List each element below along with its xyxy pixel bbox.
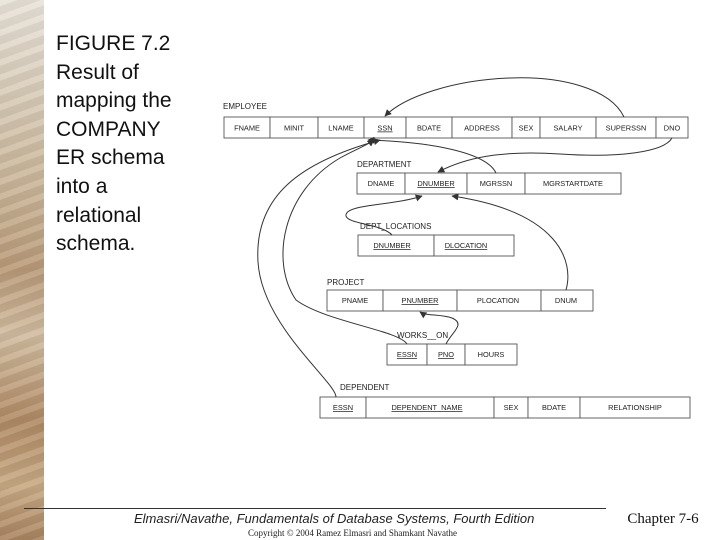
employee-attr-address: ADDRESS <box>464 124 500 133</box>
fk-arrow-pno-to-pnumber <box>419 311 459 345</box>
dependent-attr-sex: SEX <box>504 403 519 412</box>
fk-arrow-dno-to-dnumber <box>437 137 673 173</box>
employee-attr-bdate: BDATE <box>417 124 441 133</box>
footer-book-title: Elmasri/Navathe, Fundamentals of Databas… <box>134 511 535 526</box>
department-attr-mgrstartdate: MGRSTARTDATE <box>543 179 603 188</box>
dependent-table: ESSN DEPENDENT_NAME SEX BDATE RELATIONSH… <box>319 396 691 419</box>
dependent-cell <box>579 396 691 419</box>
employee-attr-sex: SEX <box>519 124 534 133</box>
employee-attr-ssn-key: SSN <box>377 124 392 133</box>
project-attr-pname: PNAME <box>342 296 368 305</box>
dept-locations-table: DNUMBER DLOCATION <box>357 234 515 257</box>
employee-relation-name: EMPLOYEE <box>223 102 267 111</box>
fk-arrow-dependent-essn-to-ssn <box>257 138 381 398</box>
works-on-attr-hours: HOURS <box>478 350 505 359</box>
fk-arrow-superssn-to-ssn <box>384 77 625 118</box>
project-table: PNAME PNUMBER PLOCATION DNUM <box>326 289 594 312</box>
project-relation-name: PROJECT <box>327 278 364 287</box>
dept-locations-cell <box>433 234 515 257</box>
employee-attr-dno: DNO <box>664 124 681 133</box>
project-cell <box>540 289 594 312</box>
dependent-relation-name: DEPENDENT <box>340 383 389 392</box>
department-table: DNAME DNUMBER MGRSSN MGRSTARTDATE <box>356 172 622 195</box>
dept-locations-relation-name: DEPT_LOCATIONS <box>360 222 431 231</box>
dept-locations-attr-dnumber-key: DNUMBER <box>373 241 410 250</box>
dept-locations-attr-dlocation-key: DLOCATION <box>445 241 488 250</box>
chapter-label: Chapter 7-6 <box>606 507 720 540</box>
caption-line: Result of <box>56 60 139 84</box>
employee-table: FNAME MINIT LNAME SSN BDATE ADDRESS SEX … <box>223 116 689 139</box>
caption-line: COMPANY <box>56 117 161 141</box>
employee-attr-superssn: SUPERSSN <box>606 124 647 133</box>
fk-arrow-dept-locations-to-dnumber <box>345 194 423 236</box>
department-attr-dname: DNAME <box>368 179 395 188</box>
department-attr-dnumber-key: DNUMBER <box>417 179 454 188</box>
dependent-attr-relationship: RELATIONSHIP <box>608 403 662 412</box>
footer-divider <box>24 508 720 509</box>
fk-arrow-mgrssn-to-ssn <box>367 136 497 174</box>
department-relation-name: DEPARTMENT <box>357 160 411 169</box>
caption-line: FIGURE 7.2 <box>56 32 171 55</box>
caption-line: into a <box>56 174 108 198</box>
works-on-attr-essn-key: ESSN <box>397 350 417 359</box>
department-cell <box>524 172 622 195</box>
project-attr-dnum: DNUM <box>555 296 577 305</box>
employee-attr-lname: LNAME <box>328 124 354 133</box>
employee-attr-minit: MINIT <box>284 124 305 133</box>
employee-attr-salary: SALARY <box>553 124 582 133</box>
dependent-attr-bdate: BDATE <box>542 403 566 412</box>
caption-line: ER schema <box>56 146 165 170</box>
fk-arrow-dnum-to-dnumber <box>451 193 569 291</box>
figure-caption: FIGURE 7.2 Result of mapping the COMPANY… <box>56 30 206 259</box>
desert-background-strip <box>0 0 44 540</box>
works-on-relation-name: WORKS__ON <box>397 331 448 340</box>
footer-copyright: Copyright © 2004 Ramez Elmasri and Shamk… <box>248 528 458 538</box>
works-on-attr-pno-key: PNO <box>438 350 454 359</box>
caption-line: relational <box>56 203 142 227</box>
dependent-attr-essn-key: ESSN <box>333 403 353 412</box>
works-on-table: ESSN PNO HOURS <box>386 343 518 366</box>
department-attr-mgrssn: MGRSSN <box>480 179 512 188</box>
works-on-cell <box>464 343 518 366</box>
project-attr-pnumber-key: PNUMBER <box>402 296 439 305</box>
caption-line: mapping the <box>56 89 172 113</box>
fk-arrow-works-on-essn-to-ssn <box>282 139 408 345</box>
project-attr-plocation: PLOCATION <box>477 296 519 305</box>
caption-line: schema. <box>56 232 136 256</box>
dependent-attr-dependent-name-key: DEPENDENT_NAME <box>391 403 462 412</box>
employee-attr-fname: FNAME <box>234 124 260 133</box>
